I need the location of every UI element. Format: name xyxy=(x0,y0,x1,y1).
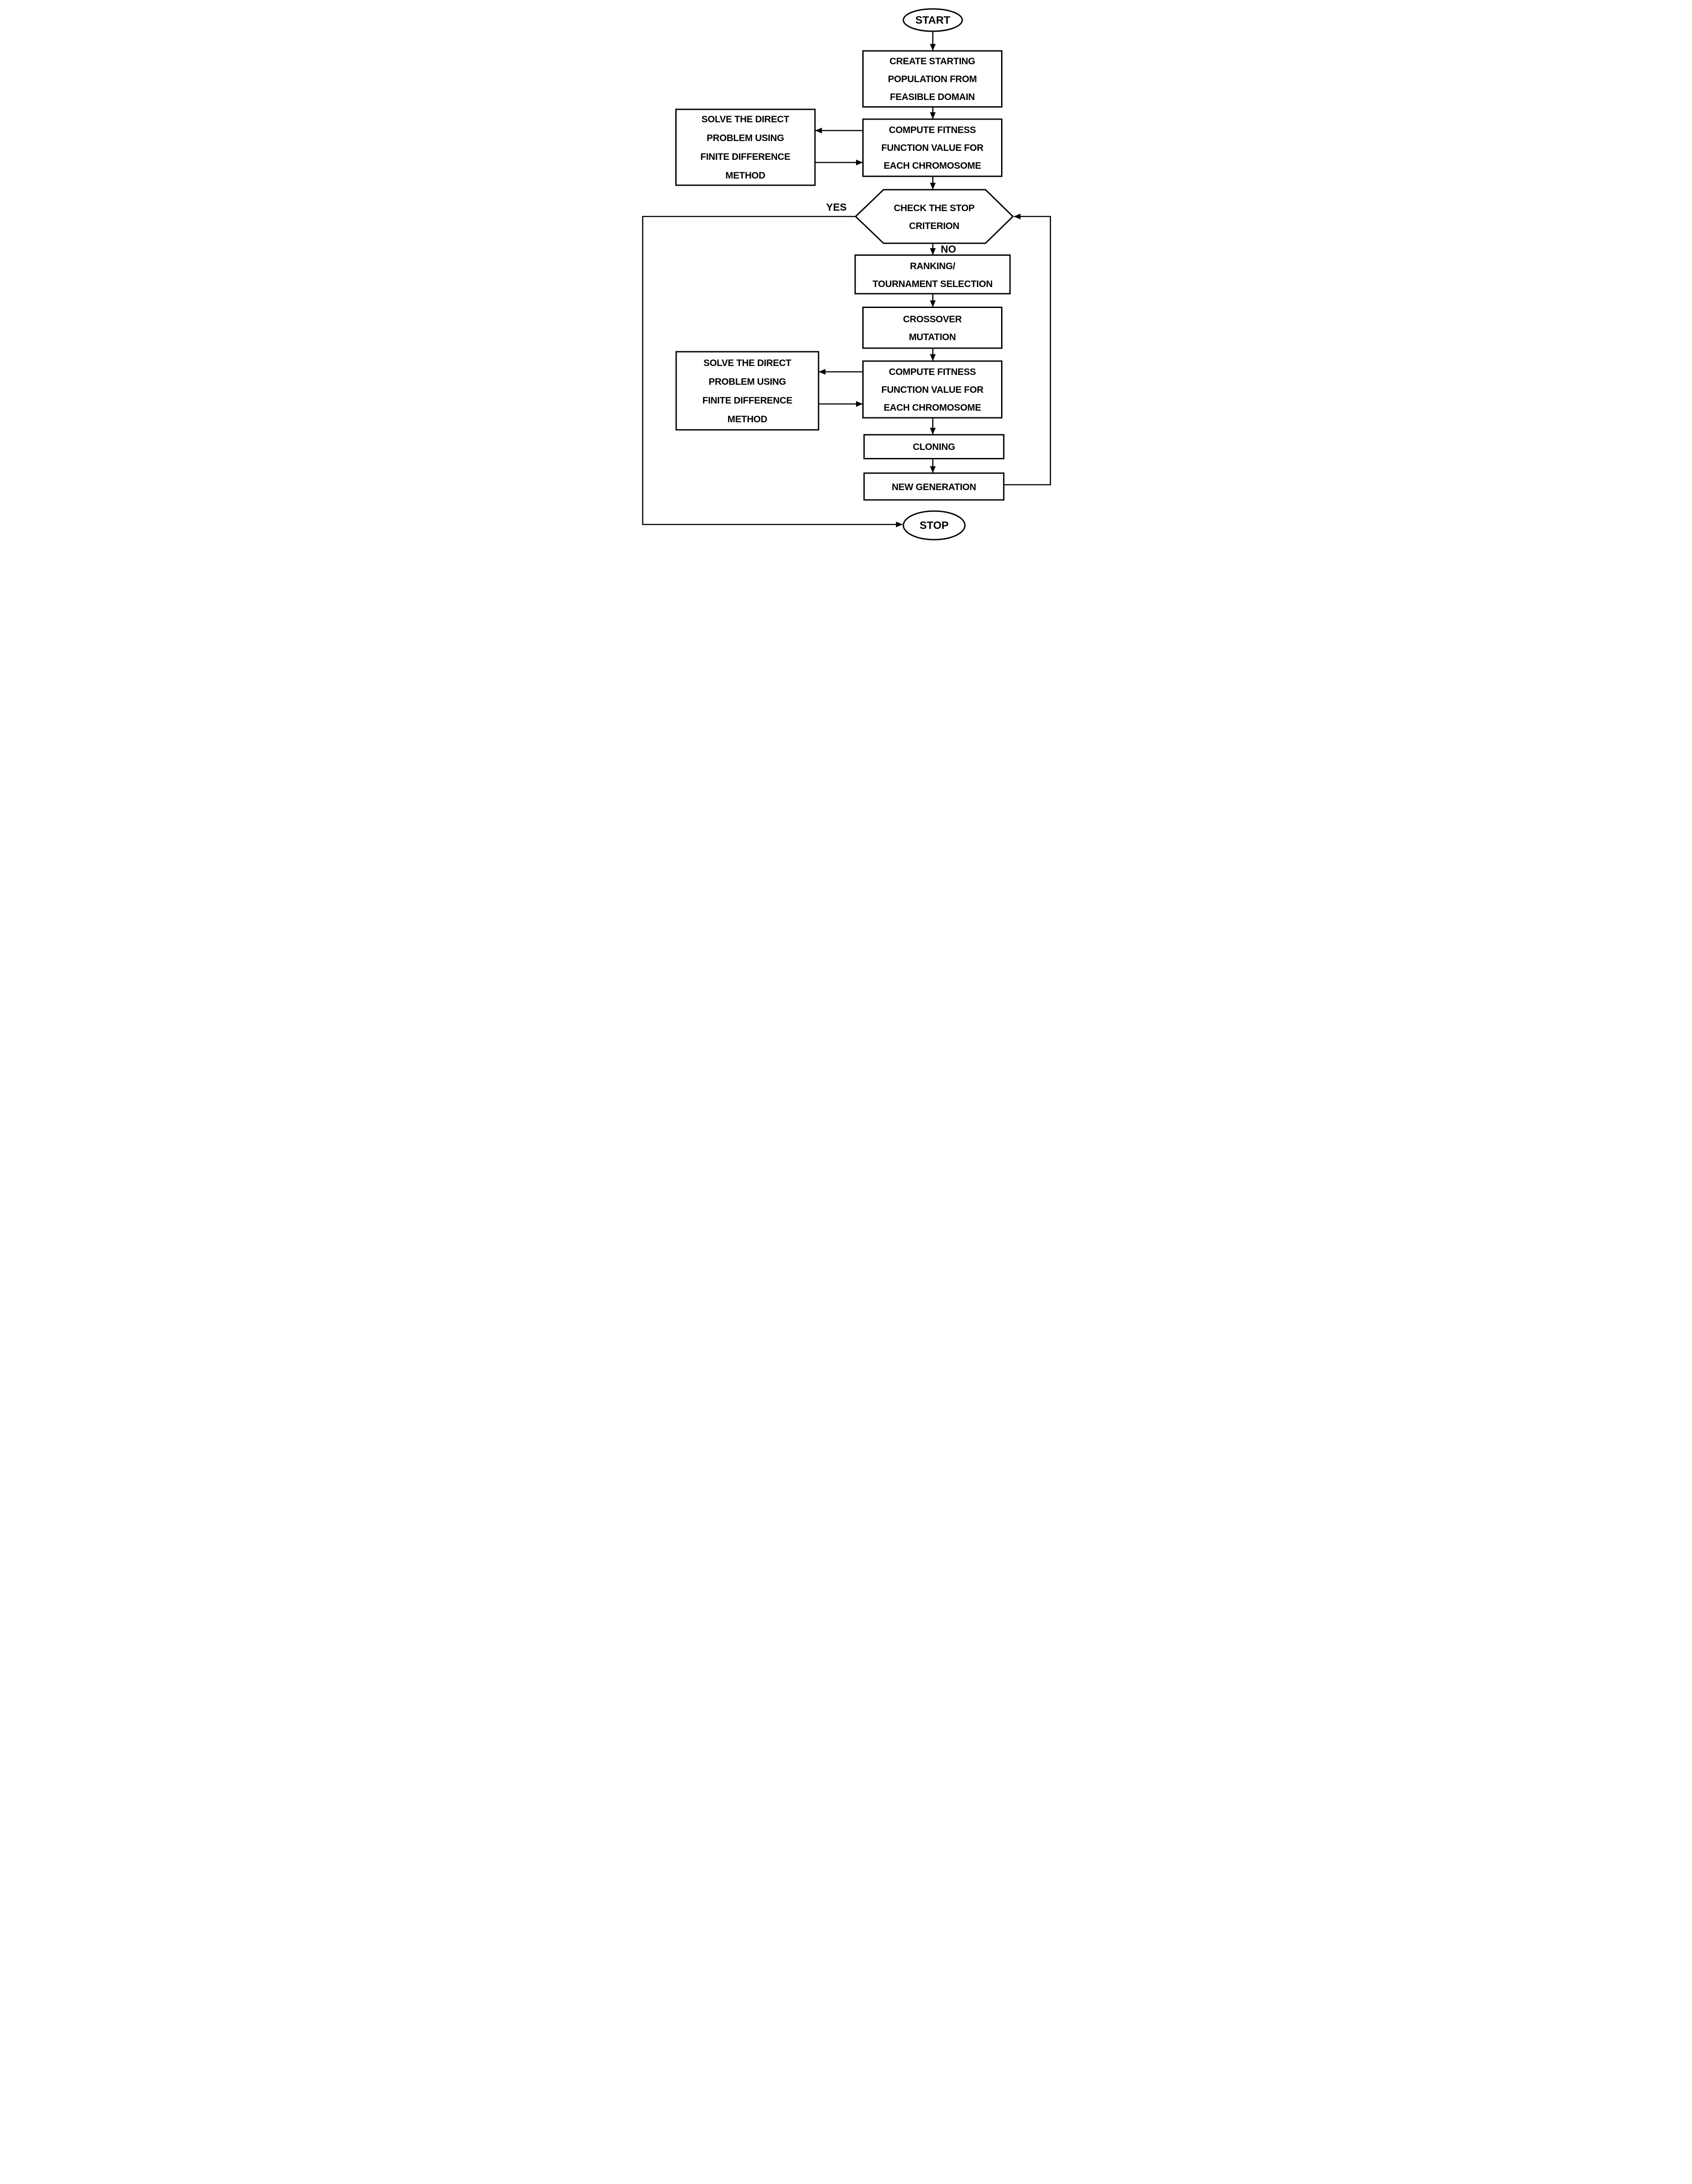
genetic-algorithm-flowchart: YES NO START CREATE STARTING POPULATION … xyxy=(642,8,1051,541)
node-crossover-mutation: CROSSOVER MUTATION xyxy=(862,307,1002,349)
node-ranking-selection: RANKING/ TOURNAMENT SELECTION xyxy=(854,254,1010,295)
solve-direct-1-line3: FINITE DIFFERENCE xyxy=(700,152,790,162)
ranking-selection-line2: TOURNAMENT SELECTION xyxy=(873,279,993,289)
solve-direct-2-line3: FINITE DIFFERENCE xyxy=(702,395,792,406)
crossover-mutation-shape xyxy=(862,307,1002,349)
node-check-stop-decision: CHECK THE STOP CRITERION xyxy=(854,189,1014,244)
node-compute-fitness-1: COMPUTE FITNESS FUNCTION VALUE FOR EACH … xyxy=(862,118,1002,177)
node-stop: STOP xyxy=(902,510,965,541)
node-new-generation: NEW GENERATION xyxy=(863,472,1004,501)
node-solve-direct-2: SOLVE THE DIRECT PROBLEM USING FINITE DI… xyxy=(675,351,819,431)
crossover-mutation-line1: CROSSOVER xyxy=(903,314,962,324)
edge-decision-yes-to-stop xyxy=(642,216,902,528)
cloning-shape xyxy=(863,434,1004,459)
compute-fitness-2-line3: EACH CHROMOSOME xyxy=(883,403,981,413)
create-population-line2: POPULATION FROM xyxy=(888,74,977,84)
solve-direct-2-shape xyxy=(675,351,819,431)
ranking-selection-line1: RANKING/ xyxy=(910,261,955,271)
compute-fitness-1-line1: COMPUTE FITNESS xyxy=(889,125,976,135)
solve-direct-2-line4: METHOD xyxy=(727,414,767,424)
compute-fitness-1-line3: EACH CHROMOSOME xyxy=(883,161,981,171)
stop-label: STOP xyxy=(919,520,948,532)
compute-fitness-2-line1: COMPUTE FITNESS xyxy=(889,367,976,377)
solve-direct-1-shape xyxy=(675,108,815,186)
new-generation-shape xyxy=(863,472,1004,501)
compute-fitness-2-line2: FUNCTION VALUE FOR xyxy=(881,385,983,395)
ranking-selection-shape xyxy=(854,254,1010,295)
solve-direct-1-line4: METHOD xyxy=(725,171,765,181)
node-cloning: CLONING xyxy=(863,434,1004,459)
edge-newgeneration-loop-to-decision xyxy=(1003,213,1051,486)
check-stop-line1: CHECK THE STOP xyxy=(894,203,974,213)
compute-fitness-1-line2: FUNCTION VALUE FOR xyxy=(881,143,983,153)
node-compute-fitness-2: COMPUTE FITNESS FUNCTION VALUE FOR EACH … xyxy=(862,360,1002,419)
check-stop-hexagon-shape xyxy=(854,189,1014,244)
node-start: START xyxy=(902,8,963,32)
compute-fitness-2-shape xyxy=(862,360,1002,419)
node-create-population: CREATE STARTING POPULATION FROM FEASIBLE… xyxy=(862,50,1002,108)
flowchart-page: YES NO START CREATE STARTING POPULATION … xyxy=(634,0,1058,546)
solve-direct-2-line1: SOLVE THE DIRECT xyxy=(703,358,791,368)
compute-fitness-1-shape xyxy=(862,118,1002,177)
yes-branch-label: YES xyxy=(826,201,846,213)
create-population-line3: FEASIBLE DOMAIN xyxy=(890,92,974,102)
solve-direct-1-line2: PROBLEM USING xyxy=(707,133,784,143)
stop-terminator-shape xyxy=(902,510,965,541)
solve-direct-2-line2: PROBLEM USING xyxy=(708,377,786,387)
start-terminator-shape xyxy=(902,8,963,32)
no-branch-label: NO xyxy=(940,243,956,255)
new-generation-label: NEW GENERATION xyxy=(891,482,976,492)
check-stop-line2: CRITERION xyxy=(909,221,959,231)
start-label: START xyxy=(915,14,950,26)
crossover-mutation-line2: MUTATION xyxy=(909,332,956,342)
cloning-label: CLONING xyxy=(913,442,955,452)
node-solve-direct-1: SOLVE THE DIRECT PROBLEM USING FINITE DI… xyxy=(675,108,815,186)
create-population-shape xyxy=(862,50,1002,108)
solve-direct-1-line1: SOLVE THE DIRECT xyxy=(701,114,789,125)
create-population-line1: CREATE STARTING xyxy=(890,56,975,67)
